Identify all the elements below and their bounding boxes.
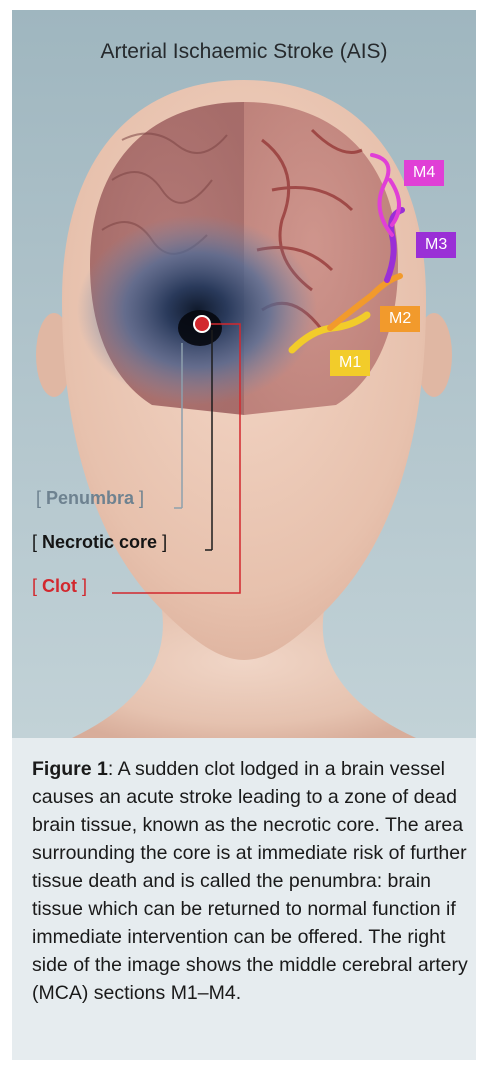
- figure-caption: Figure 1: A sudden clot lodged in a brai…: [32, 755, 472, 1007]
- caption-text: : A sudden clot lodged in a brain vessel…: [32, 758, 468, 1004]
- stroke-illustration: Arterial Ischaemic Stroke (AIS) [ Penumb…: [12, 10, 476, 738]
- mca-m4-label: M4: [404, 160, 444, 186]
- label-clot: [ Clot ]: [32, 576, 87, 597]
- figure-title: Arterial Ischaemic Stroke (AIS): [12, 40, 476, 64]
- caption-label: Figure 1: [32, 758, 108, 780]
- label-penumbra: [ Penumbra ]: [36, 488, 144, 509]
- figure: Arterial Ischaemic Stroke (AIS) [ Penumb…: [12, 10, 476, 1060]
- mca-m1-label: M1: [330, 350, 370, 376]
- mca-m3-label: M3: [416, 232, 456, 258]
- head-brain-drawing: [12, 10, 476, 738]
- label-necrotic-core: [ Necrotic core ]: [32, 532, 167, 553]
- mca-m2-label: M2: [380, 306, 420, 332]
- clot-marker: [194, 316, 210, 332]
